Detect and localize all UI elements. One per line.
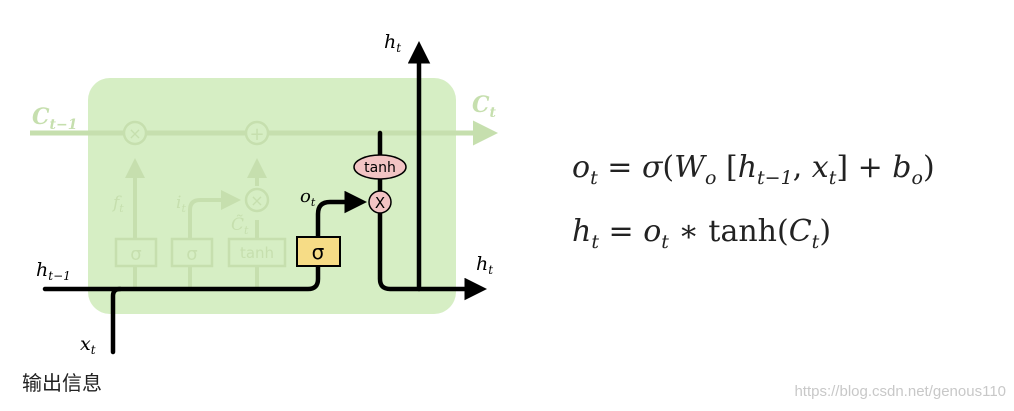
cell-background [88, 78, 456, 314]
watermark: https://blog.csdn.net/genous110 [794, 383, 1006, 400]
output-tanh-ellipse [353, 154, 407, 180]
f-t-label: ft [111, 193, 124, 215]
equation-output-gate: ot = σ(Wo [ht−1, xt] + bo) [572, 150, 935, 189]
c-tilde-label: C̃t [231, 215, 249, 237]
input-multiply-symbol: × [250, 191, 263, 210]
output-tanh-label: tanh [364, 160, 396, 176]
forget-multiply-symbol: × [128, 124, 141, 143]
input-multiply-op [244, 187, 270, 213]
cell-add-op [244, 120, 270, 146]
x-in-label: xt [80, 333, 96, 357]
output-sigma-label: σ [312, 240, 325, 264]
c-out-label: Ct [472, 92, 497, 121]
caption: 输出信息 [22, 371, 102, 395]
forget-gate-faded [125, 158, 267, 290]
cell-add-symbol: + [249, 124, 264, 145]
forget-sigma-label: σ [130, 244, 141, 265]
h-prev-label: ht−1 [36, 259, 71, 283]
forget-multiply-op [122, 120, 148, 146]
equation-hidden-state: ht = ot ∗ tanh(Ct) [572, 214, 832, 253]
input-sigma-label: σ [186, 244, 197, 265]
output-sigma-box [296, 236, 341, 267]
output-multiply-op [368, 190, 392, 214]
i-t-label: it [176, 193, 186, 215]
c-prev-label: Ct−1 [32, 104, 77, 133]
forget-sigma-box [114, 237, 158, 268]
lstm-output-gate-diagram: × + × σ σ tanh Ct−1 Ct ft it C̃t σ tanh … [30, 31, 498, 357]
input-tanh-label: tanh [240, 244, 274, 262]
o-t-label: ot [300, 186, 316, 209]
input-sigma-box [170, 237, 214, 268]
output-multiply-symbol: X [375, 194, 385, 212]
input-tanh-box [227, 237, 287, 268]
active-paths [42, 41, 487, 355]
h-right-label: ht [476, 253, 493, 277]
h-top-label: ht [384, 31, 401, 55]
